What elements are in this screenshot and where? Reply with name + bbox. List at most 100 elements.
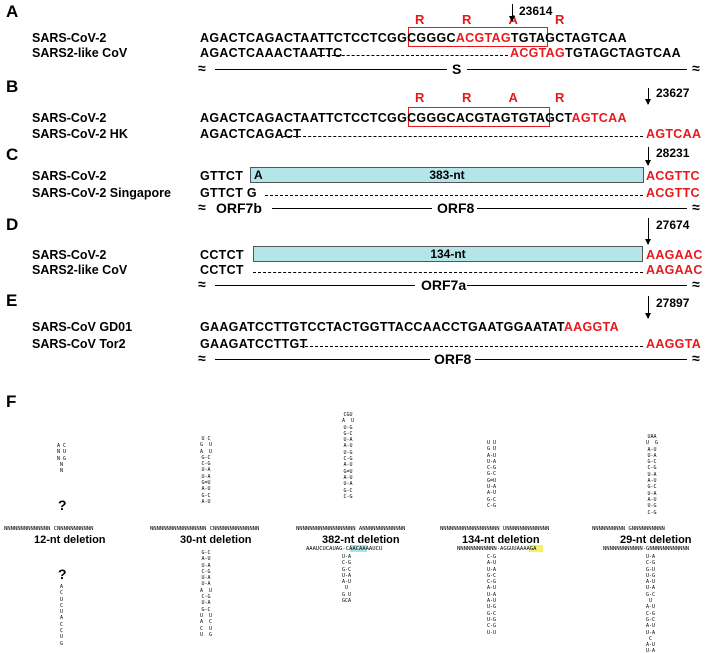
panel-c-gene-line-left <box>272 208 432 209</box>
panel-d-position: 27674 <box>656 218 690 232</box>
panel-a-row2-name: SARS2-like CoV <box>32 46 128 60</box>
panel-e-row1-name: SARS-CoV GD01 <box>32 320 133 334</box>
panel-c-row1-seq-left: GTTCT <box>200 169 244 183</box>
f1-top-row: NNNNNNNNNNNNNN CNNNNNNNNNNN <box>4 526 94 532</box>
panel-b-position: 23627 <box>656 86 690 100</box>
panel-b-row1-seq: AGACTCAGACTAATTCTCCTCGGCGGGCACGTAGTGTAGC… <box>200 111 627 125</box>
f5-label: 29-nt deletion <box>620 534 692 546</box>
f1-question-top: ? <box>58 497 67 513</box>
panel-e-row2-seq-right: AAGGTA <box>646 337 702 351</box>
panel-c-position-arrow <box>645 147 651 166</box>
panel-d-position-arrow <box>645 218 651 245</box>
f5-bottom-row: NNNNNNNNNNNN-GNNNNNNNNNNNN <box>603 546 690 552</box>
panel-e-row2-seq-left: GAAGATCCTTGT <box>200 337 308 351</box>
panel-d-deletion-box: 134-nt <box>253 246 643 262</box>
panel-e-row1-seq: GAAGATCCTTGTCCTACTGGTTACCAACCTGAATGGAATA… <box>200 320 619 334</box>
f3-stem-top: CGU A U U-G G-C U-A A-U U-G C-G A-U G=U … <box>342 412 355 500</box>
f2-stem-top: U C G U A U G-C C-G U-A U-A G=U A-U G-C … <box>200 436 213 505</box>
f1-label: 12-nt deletion <box>34 534 106 546</box>
panel-b-row2-name: SARS-CoV-2 HK <box>32 127 128 141</box>
panel-c-deletion-box: A 383-nt <box>250 167 644 183</box>
panel-c-gene1: ORF7b <box>216 200 262 216</box>
f3-stem-bottom: U-A C-G G-C U-A A-U U G U GCA <box>342 554 352 605</box>
panel-a-gap <box>317 55 508 56</box>
panel-a-gene-line-left <box>215 69 447 70</box>
panel-c-row2-name: SARS-CoV-2 Singapore <box>32 186 171 200</box>
panel-c-box-label: 383-nt <box>429 168 465 182</box>
panel-d-row1-seq-left: CCTCT <box>200 248 244 262</box>
f3-bottom-row: AAAUCUCAUAG-CAACAAAAUCU <box>306 546 383 552</box>
panel-a-motif: R R A R <box>415 12 582 27</box>
panel-c-row2-seq-left: GTTCT G <box>200 186 257 200</box>
panel-b-motif: R R A R <box>415 90 582 105</box>
panel-c-gene-line-right <box>477 208 687 209</box>
panel-d-gene-line-left <box>215 285 415 286</box>
f1-question-bottom: ? <box>58 566 67 582</box>
panel-a-row2-seq-left: AGACTCAAACTAATTC <box>200 46 343 60</box>
panel-b-row1-name: SARS-CoV-2 <box>32 111 107 125</box>
panel-c-position: 28231 <box>656 146 690 160</box>
panel-label-a: A <box>6 2 19 21</box>
panel-a-position: 23614 <box>519 4 553 18</box>
panel-d-row2-seq-left: CCTCT <box>200 263 244 277</box>
panel-d-row1-seq-right: AAGAAC <box>646 248 703 262</box>
panel-e-position-arrow <box>645 296 651 319</box>
panel-e-gene: ORF8 <box>434 351 472 367</box>
panel-d-gap <box>253 272 643 273</box>
f4-bottom-row: NNNNNNNNNNNN-AGGUUAAAAGA <box>457 546 537 552</box>
f5-top-row: NNNNNNNNNN GNNNNNNNNNN <box>592 526 665 532</box>
panel-a-motif-box <box>408 27 548 47</box>
f2-label: 30-nt deletion <box>180 534 252 546</box>
f2-stem-bottom: G-C A-U U-A C-G U-A U-A A U C-G U-A G-C … <box>200 550 213 638</box>
panel-label-c: C <box>6 145 19 164</box>
panel-label-d: D <box>6 215 19 234</box>
f3-label: 382-nt deletion <box>322 534 400 546</box>
panel-label-f: F <box>6 392 17 411</box>
panel-e-break-right: ≈ <box>692 350 700 366</box>
panel-d-box-label: 134-nt <box>430 247 466 261</box>
panel-a-position-arrow <box>509 4 515 22</box>
panel-e-break-left: ≈ <box>198 350 206 366</box>
panel-e-gene-line-left <box>215 359 430 360</box>
panel-a-break-left: ≈ <box>198 60 206 76</box>
f1-stem-bottom: A C U C U A C C U G <box>60 584 64 647</box>
f3-highlight <box>350 545 367 552</box>
panel-d-break-right: ≈ <box>692 276 700 292</box>
panel-c-break-left: ≈ <box>198 199 206 215</box>
panel-b-row2-seq-right: AGTCAA <box>646 127 702 141</box>
panel-a-gene-line-right <box>467 69 687 70</box>
panel-c-box-left-base: A <box>254 168 263 182</box>
f5-stem-bottom: U-A C-G G-U U-G A-U U-A G-C U A-U C-G G-… <box>646 554 656 653</box>
panel-e-gap <box>300 346 643 347</box>
f4-label: 134-nt deletion <box>462 534 540 546</box>
panel-c-row1-seq-right: ACGTTC <box>646 169 700 183</box>
panel-a-break-right: ≈ <box>692 60 700 76</box>
panel-e-row2-name: SARS-CoV Tor2 <box>32 337 126 351</box>
panel-b-gap <box>283 136 643 137</box>
f4-stem-bottom: C-G A-U U-A G-C C-G A-U U-A A-U U-G G-C … <box>487 554 497 636</box>
panel-b-motif-box <box>408 107 550 127</box>
f3-top-row: NNNNNNNNNNNNNNNNNN ANNNNNNNNNNNNN <box>296 526 406 532</box>
panel-d-gene-line-right <box>467 285 687 286</box>
panel-d-break-left: ≈ <box>198 276 206 292</box>
panel-d-row2-name: SARS2-like CoV <box>32 263 128 277</box>
panel-d-row2-seq-right: AAGAAC <box>646 263 703 277</box>
panel-a-row2-seq-right: ACGTAGTGTAGCTAGTCAA <box>510 46 681 60</box>
panel-c-break-right: ≈ <box>692 199 700 215</box>
panel-c-gene2: ORF8 <box>437 200 475 216</box>
panel-label-b: B <box>6 77 19 96</box>
panel-label-e: E <box>6 291 18 310</box>
panel-d-gene: ORF7a <box>421 277 467 293</box>
f5-stem-top: UAA U G A-U U-A G-C C-G U-A A-U G-C U-A … <box>646 434 659 516</box>
f4-stem-top: U U G U A-U U-A C-G G-C G=U U-A A-U G-C … <box>487 440 497 509</box>
panel-c-row1-name: SARS-CoV-2 <box>32 169 107 183</box>
panel-a-row1-name: SARS-CoV-2 <box>32 31 107 45</box>
f1-stem-top: A C N U N G N N <box>57 443 67 475</box>
f4-highlight <box>529 545 543 552</box>
panel-e-gene-line-right <box>475 359 687 360</box>
panel-a-row1-seq: AGACTCAGACTAATTCTCCTCGGCGGGCACGTAGTGTAGC… <box>200 31 627 45</box>
panel-d-row1-name: SARS-CoV-2 <box>32 248 107 262</box>
panel-c-gap <box>265 195 643 196</box>
f4-top-row: NNNNNNNNNNNNNNNNNN UNNNNNNNNNNNNN <box>440 526 550 532</box>
